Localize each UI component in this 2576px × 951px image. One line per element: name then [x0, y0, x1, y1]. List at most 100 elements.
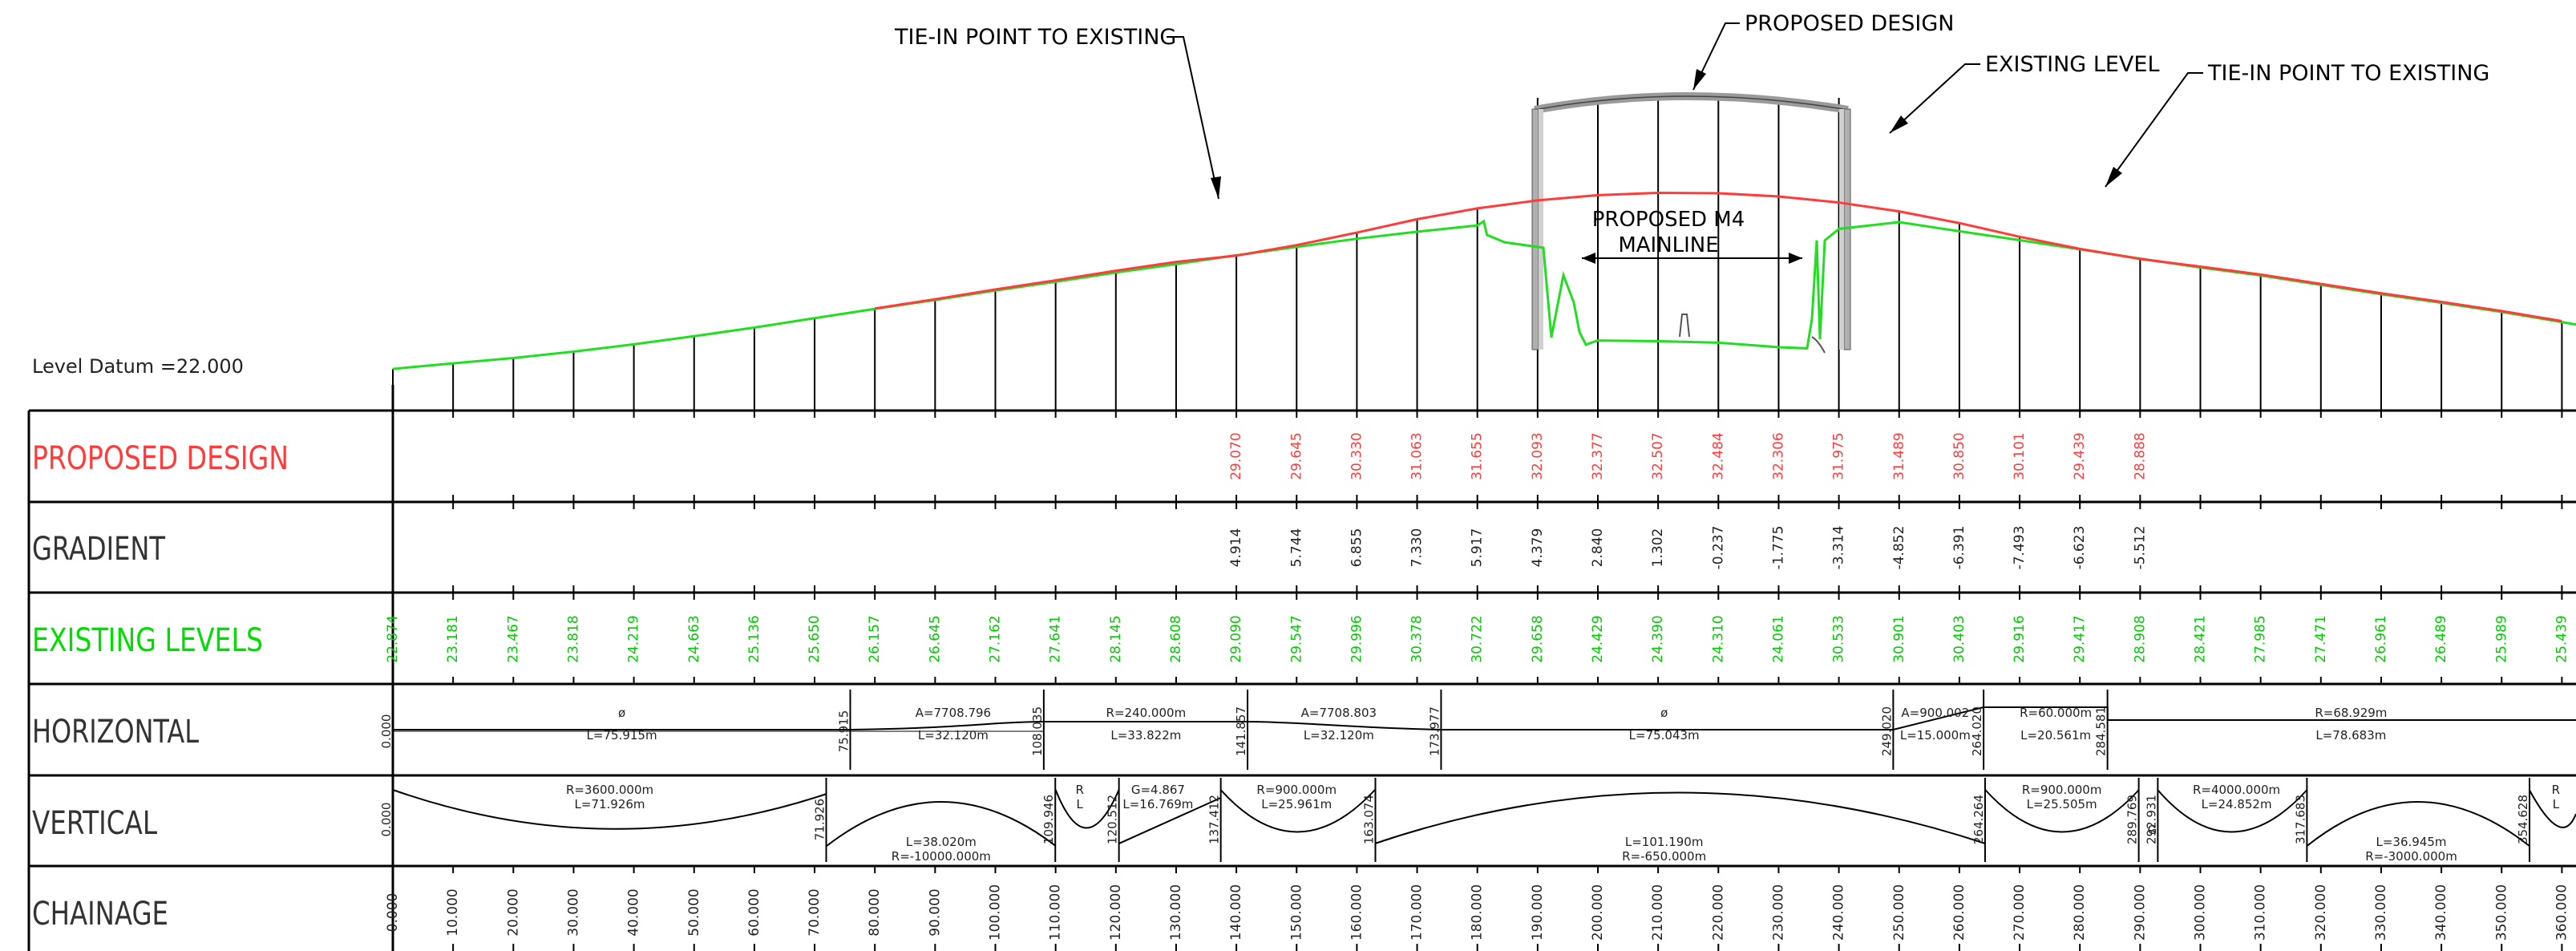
existing-level-value: 23.818 [565, 615, 581, 662]
existing-level-value: 27.641 [1048, 615, 1064, 662]
chainage-value: 300.000 [2193, 884, 2209, 941]
existing-level-value: 24.663 [686, 615, 702, 662]
existing-level-value: 24.061 [1770, 615, 1786, 662]
proposed-level-value: 32.093 [1530, 432, 1546, 480]
horizontal-marker-label: 141.857 [1234, 706, 1248, 756]
gradient-value: 7.330 [1409, 528, 1425, 568]
chainage-value: 350.000 [2493, 884, 2509, 941]
chainage-value: 50.000 [686, 888, 702, 936]
horizontal-element-label: L=20.561m [2020, 728, 2091, 743]
horizontal-element-label: ø [1660, 706, 1668, 720]
chainage-value: 210.000 [1650, 884, 1666, 941]
existing-level-value: 28.421 [2193, 615, 2209, 662]
chainage-value: 10.000 [445, 888, 461, 936]
vertical-element-label: L [1077, 797, 1084, 811]
horizontal-element-label: L=75.915m [587, 728, 657, 743]
existing-level-value: 28.608 [1168, 615, 1184, 662]
existing-level-value: 25.136 [746, 615, 762, 662]
vertical-element-label: L=36.945m [2376, 835, 2447, 849]
horizontal-element-label: A=7708.796 [916, 706, 991, 720]
existing-level-value: 30.403 [1951, 615, 1967, 662]
existing-level-value: 26.961 [2373, 615, 2389, 662]
proposed-level-value: 30.330 [1349, 432, 1365, 480]
existing-level-value: 25.989 [2493, 615, 2509, 662]
callout-tie-in-left: TIE-IN POINT TO EXISTING [894, 25, 1176, 50]
vertical-element-label: G=4.867 [1131, 783, 1185, 797]
proposed-level-value: 29.645 [1288, 432, 1304, 480]
existing-level-value: 24.390 [1650, 615, 1666, 662]
chainage-value: 120.000 [1108, 884, 1124, 941]
vertical-element-label: R [1075, 783, 1083, 797]
horizontal-element-label: L=78.683m [2315, 728, 2386, 743]
existing-level-value: 27.985 [2253, 615, 2269, 662]
chainage-value: 240.000 [1831, 884, 1847, 941]
existing-level-value: 29.417 [2072, 615, 2088, 662]
gradient-value: -3.314 [1831, 526, 1847, 570]
vertical-element-label: G [2148, 823, 2157, 837]
vertical-curve [2306, 801, 2530, 847]
vertical-curve [1054, 789, 1120, 829]
vertical-curve [1984, 789, 2140, 833]
vertical-element-label: L=38.020m [906, 835, 977, 849]
vertical-element-label: L=25.505m [2027, 797, 2097, 811]
gradient-value: -7.493 [2012, 526, 2028, 570]
existing-level-value: 29.547 [1288, 615, 1304, 662]
gradient-value: 4.379 [1530, 528, 1546, 568]
gradient-value: 6.855 [1349, 528, 1365, 568]
chainage-value: 280.000 [2072, 884, 2088, 941]
existing-level-value: 28.908 [2132, 615, 2148, 662]
row-title-horizontal: HORIZONTAL [32, 714, 200, 751]
existing-level-value: 27.471 [2313, 615, 2329, 662]
proposed-level-value: 28.888 [2132, 432, 2148, 480]
vertical-element-label: R [2552, 783, 2560, 797]
callouts: TIE-IN POINT TO EXISTING PROPOSED DESIGN… [894, 11, 2489, 200]
proposed-level-value: 32.306 [1770, 432, 1786, 480]
callout-tie-in-right: TIE-IN POINT TO EXISTING [2207, 61, 2489, 86]
proposed-level-value: 30.101 [2012, 432, 2028, 480]
chainage-value: 310.000 [2253, 884, 2269, 941]
horizontal-marker-label: 249.020 [1879, 706, 1894, 756]
vertical-marker-label: 0.000 [379, 803, 394, 837]
chainage-value: 260.000 [1951, 884, 1967, 941]
gradient-value: 4.914 [1228, 528, 1244, 568]
station-lines [392, 98, 2563, 411]
chainage-value: 170.000 [1409, 884, 1425, 941]
mainline-label-line1: PROPOSED M4 [1592, 208, 1745, 232]
chainage-value: 330.000 [2373, 884, 2389, 941]
vertical-marker-label: 71.926 [813, 799, 827, 840]
row-title-vertical: VERTICAL [32, 805, 158, 842]
chainage-value: 0.000 [385, 893, 401, 933]
chainage-value: 200.000 [1590, 884, 1606, 941]
existing-level-value: 30.533 [1831, 615, 1847, 662]
horizontal-alignment-line [393, 706, 2576, 730]
proposed-level-value: 32.484 [1710, 432, 1726, 480]
existing-level-value: 27.162 [988, 615, 1004, 662]
row-title-chainage: CHAINAGE [32, 896, 168, 933]
vertical-curve [1118, 797, 1221, 844]
existing-level-value: 26.489 [2433, 615, 2449, 662]
proposed-level-value: 31.975 [1831, 432, 1847, 480]
existing-level-value: 24.310 [1710, 615, 1726, 662]
chainage-value: 250.000 [1891, 884, 1907, 941]
vertical-element-label: L=71.926m [575, 797, 645, 811]
vertical-element-label: R=3600.000m [566, 783, 653, 797]
proposed-level-value: 31.063 [1409, 432, 1425, 480]
chainage-value: 360.000 [2554, 884, 2570, 941]
vertical-marker-label: 289.769 [2125, 795, 2140, 844]
gradient-value: 5.917 [1470, 528, 1486, 568]
existing-level-value: 30.378 [1409, 615, 1425, 662]
vertical-element-label: L=24.852m [2202, 797, 2272, 811]
chainage-value: 80.000 [867, 888, 883, 936]
gradient-value: -4.852 [1891, 526, 1907, 570]
existing-level-value: 29.916 [2012, 615, 2028, 662]
existing-level-value: 30.722 [1470, 615, 1486, 662]
vertical-marker-label: 292.931 [2144, 795, 2158, 844]
row-title-proposed-design: PROPOSED DESIGN [32, 440, 289, 477]
chainage-value: 230.000 [1770, 884, 1786, 941]
chainage-value: 60.000 [746, 888, 762, 936]
existing-level-value: 22.874 [385, 615, 401, 662]
vertical-element-label: R=-650.000m [1622, 849, 1706, 864]
